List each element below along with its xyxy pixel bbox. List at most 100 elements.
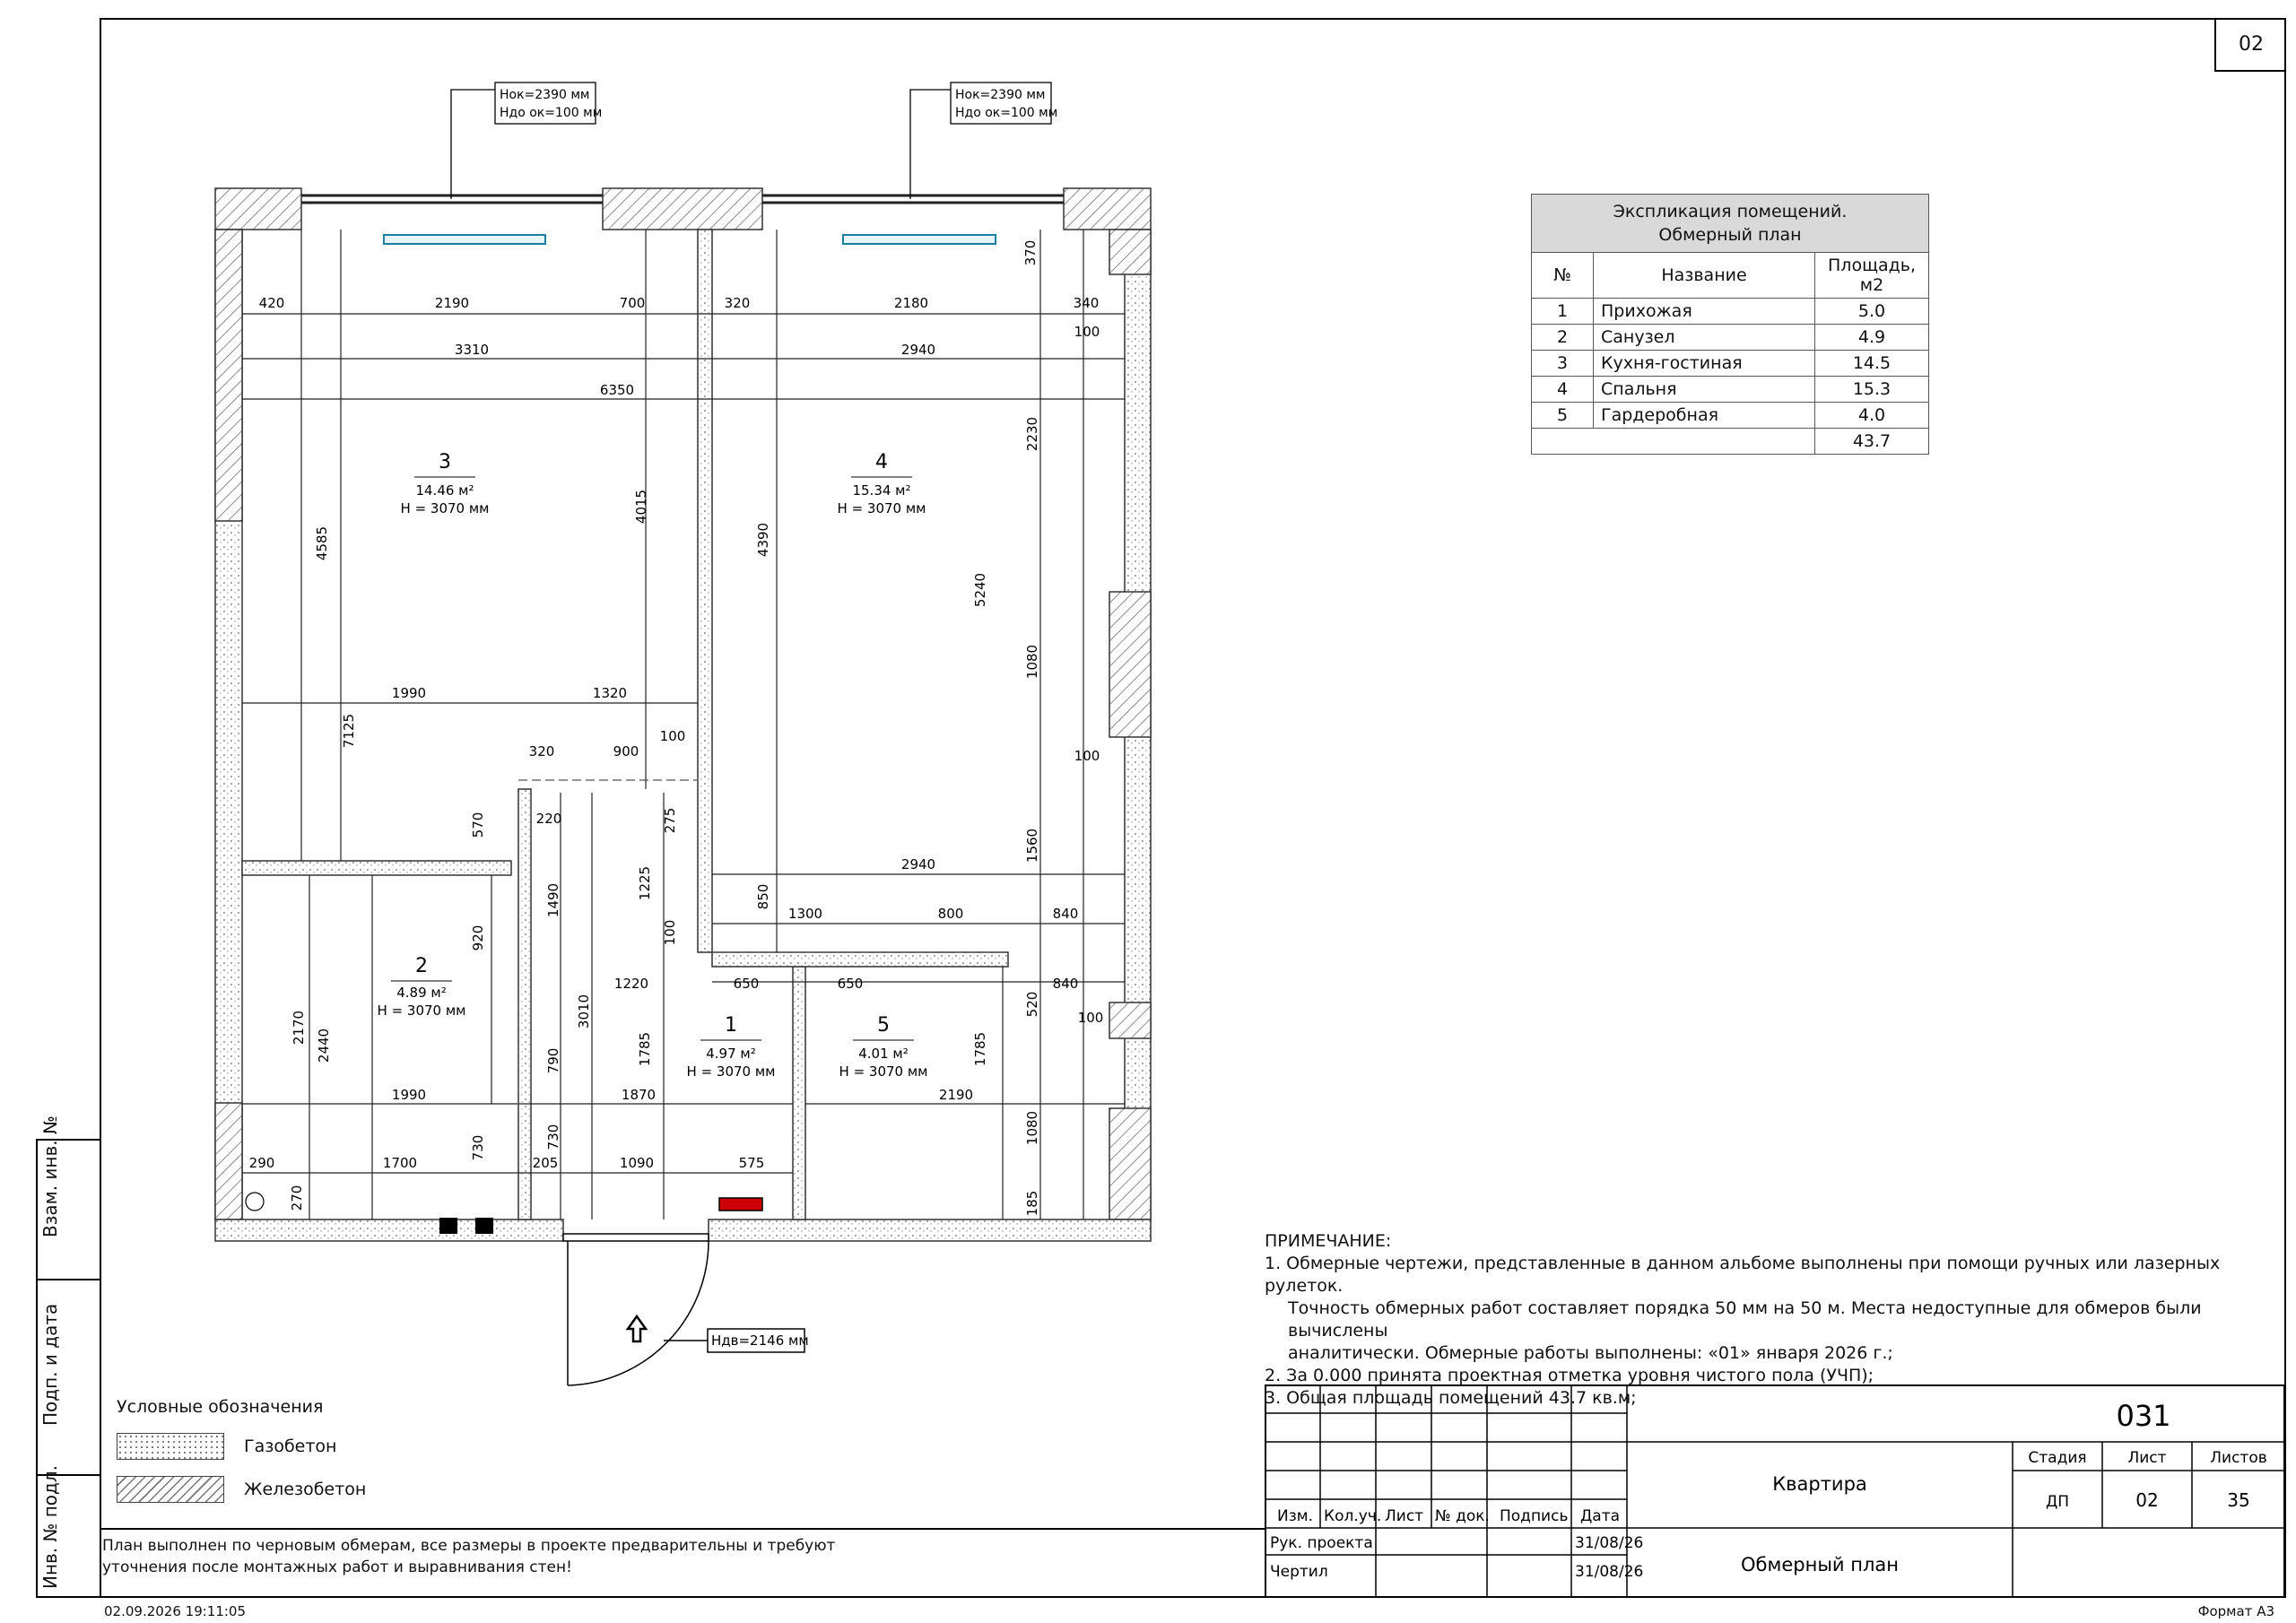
header-num: №: [1531, 252, 1594, 299]
dim-h-1990b: 1990: [392, 1087, 426, 1103]
room-1-area: 4.97 м²: [706, 1046, 756, 1062]
wall-top-right: [1063, 187, 1152, 230]
floor-drain: [245, 1192, 265, 1211]
note-line: 1. Обмерные чертежи, представленные в да…: [1265, 1254, 2221, 1296]
dim-v-7125: 7125: [341, 714, 357, 748]
dim-top-2190: 2190: [435, 295, 469, 311]
dim-v-275: 275: [662, 808, 678, 834]
header-name: Название: [1593, 252, 1815, 299]
dim-v-270: 270: [289, 1185, 305, 1211]
dim-top-100: 100: [1074, 324, 1100, 340]
dim-top-340: 340: [1074, 295, 1100, 311]
tb-col-list: Лист: [1385, 1507, 1423, 1525]
dim-top-320: 320: [725, 295, 751, 311]
legend-item-concrete: Железобетон: [117, 1476, 366, 1503]
tb-date-2: 31/08/26: [1575, 1563, 1643, 1581]
window-1-hok: Hок=2390 мм: [500, 88, 589, 102]
dim-h-2190: 2190: [939, 1087, 973, 1103]
dim-h-1300: 1300: [788, 906, 822, 922]
tb-sheet-title: Обмерный план: [1741, 1554, 1899, 1575]
tb-role-1: Рук. проекта: [1270, 1534, 1373, 1552]
wall-right-concrete-4: [1109, 1107, 1152, 1220]
wall-left-concrete-2: [214, 1102, 243, 1220]
dim-v-1785a: 1785: [637, 1032, 653, 1066]
entrance-door: [562, 1233, 805, 1386]
wall-top-left: [214, 187, 302, 230]
dim-h-320: 320: [529, 743, 555, 759]
dim-h-290: 290: [249, 1155, 275, 1171]
room-4-area: 15.34 м²: [852, 482, 910, 499]
room-5-height: H = 3070 мм: [839, 1063, 928, 1080]
dim-v-730a: 730: [470, 1135, 486, 1161]
room-2-area: 4.89 м²: [396, 985, 447, 1001]
dim-h-900: 900: [613, 743, 639, 759]
bottom-note-divider: [100, 1528, 1265, 1530]
total-area: 43.7: [1814, 428, 1929, 455]
note-line: Точность обмерных работ составляет поряд…: [1288, 1298, 2202, 1341]
header-area: Площадь, м2: [1814, 252, 1929, 299]
dim-v-1225: 1225: [637, 866, 653, 900]
dim-v-5240: 5240: [972, 573, 988, 607]
entrance-arrow: [625, 1314, 648, 1343]
tb-code: 031: [2116, 1399, 2170, 1433]
dim-v-100a: 100: [1074, 748, 1100, 764]
tb-col-izm: Изм.: [1277, 1507, 1313, 1525]
dim-h-650b: 650: [838, 976, 864, 992]
drawing-frame: [100, 18, 2286, 1598]
room-labels: 3 14.46 м² H = 3070 мм 4 15.34 м² H = 30…: [378, 451, 928, 1080]
dim-v-1785b: 1785: [972, 1032, 988, 1066]
dim-v-730b: 730: [545, 1124, 561, 1150]
side-stamp: [36, 1139, 100, 1598]
explication-table: Экспликация помещений. Обмерный план № Н…: [1531, 194, 1929, 455]
room-4-number: 4: [875, 451, 888, 473]
dim-top-420: 420: [259, 295, 285, 311]
wall-mid-vert: [697, 229, 713, 953]
bottom-note: План выполнен по черновым обмерам, все р…: [102, 1537, 836, 1576]
wall-hall-right: [792, 966, 806, 1220]
dim-h-840a: 840: [1053, 906, 1079, 922]
dim-v-920: 920: [470, 925, 486, 951]
tb-sheet: 02: [2135, 1489, 2158, 1511]
dim-v-520: 520: [1024, 992, 1040, 1018]
dim-h-1700: 1700: [383, 1155, 417, 1171]
partition-dashes: [517, 779, 1008, 1108]
wall-top-mid: [602, 187, 763, 230]
tb-col-podpis: Подпись: [1500, 1507, 1568, 1525]
dim-h-1090: 1090: [620, 1155, 654, 1171]
dim-v-850: 850: [755, 884, 771, 910]
dim-h-100: 100: [660, 728, 686, 744]
tb-sheets-label: Листов: [2210, 1449, 2267, 1467]
note-line: 3. Общая площадь помещений 43.7 кв.м;: [1265, 1388, 1637, 1408]
window-2-hdo: Hдо ок=100 мм: [955, 106, 1057, 120]
dim-v-4585: 4585: [314, 526, 330, 560]
note-line: 2. За 0.000 принята проектная отметка ур…: [1265, 1366, 1874, 1385]
dim-h-205: 205: [533, 1155, 559, 1171]
window-callouts: [450, 82, 1052, 199]
door-height: Hдв=2146 мм: [711, 1332, 809, 1349]
dim-h-220: 220: [536, 811, 562, 827]
title-block: Изм. Кол.уч. Лист № док. Подпись Дата Ру…: [1265, 1384, 2285, 1598]
wall-hall-top: [711, 951, 1009, 968]
dim-v-2170: 2170: [291, 1011, 307, 1045]
wall-bottom-right: [708, 1219, 1152, 1242]
reinforced-concrete-swatch: [117, 1476, 224, 1503]
wall-right-concrete-2: [1109, 591, 1152, 738]
dim-h-100c: 100: [1078, 1010, 1104, 1026]
tb-date-1: 31/08/26: [1575, 1534, 1643, 1552]
radiators: [383, 234, 996, 245]
note-line: аналитически. Обмерные работы выполнены:…: [1288, 1343, 1893, 1363]
table-total-row: 43.7: [1531, 428, 1929, 455]
dim-6350: 6350: [600, 382, 634, 398]
dim-h-840b: 840: [1053, 976, 1079, 992]
dim-h-650a: 650: [734, 976, 760, 992]
dim-v-3010: 3010: [576, 994, 592, 1028]
tb-stage: ДП: [2046, 1493, 2069, 1511]
room-3-number: 3: [439, 451, 451, 473]
legend-item-gas: Газобетон: [117, 1433, 366, 1460]
dim-v-1080a: 1080: [1024, 645, 1040, 679]
datestamp: 02.09.2026 19:11:05: [104, 1603, 247, 1619]
legend-title: Условные обозначения: [117, 1397, 324, 1417]
